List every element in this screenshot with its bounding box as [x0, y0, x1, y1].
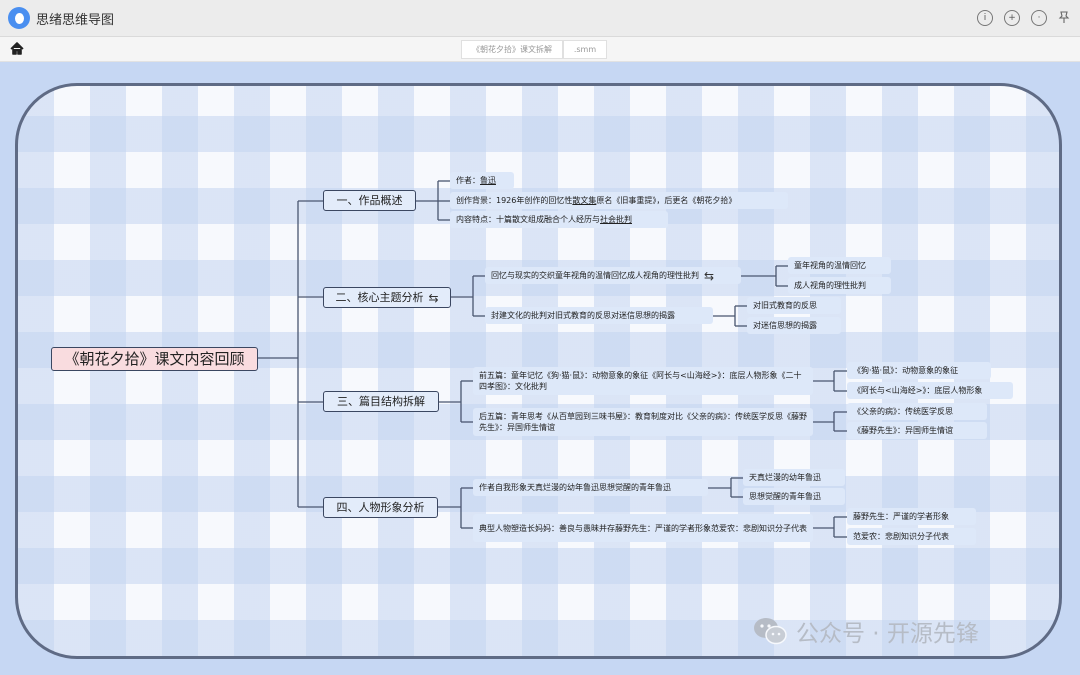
node-self-image[interactable]: 作者自我形象天真烂漫的幼年鲁迅思想觉醒的青年鲁迅	[473, 479, 708, 496]
home-icon[interactable]	[10, 42, 24, 55]
swap-icon: ⇆	[704, 268, 715, 283]
title-bar: 思绪思维导图 i + ·	[0, 0, 1080, 37]
connector-lines	[258, 180, 847, 538]
features-underline: 社会批判	[600, 215, 632, 224]
node-first-five[interactable]: 前五篇：童年记忆《狗·猫·鼠》：动物意象的象征《阿长与<山海经>》：底层人物形象…	[473, 367, 813, 395]
node-superstition-exposure[interactable]: 对迷信思想的揭露	[747, 317, 841, 334]
mindmap-canvas[interactable]: 《朝花夕拾》课文内容回顾 一、作品概述 作者：鲁迅 创作背景：1926年创作的回…	[15, 83, 1062, 659]
node-fujino-scholar[interactable]: 藤野先生：严谨的学者形象	[847, 508, 976, 525]
app-title: 思绪思维导图	[36, 13, 115, 28]
background-text-a: 创作背景：1926年创作的回忆性	[456, 196, 573, 205]
node-young-luxun[interactable]: 天真烂漫的幼年鲁迅	[743, 469, 845, 486]
wechat-icon	[754, 618, 787, 645]
swap-icon: ⇆	[428, 290, 439, 305]
branch-themes-label: 二、核心主题分析	[335, 291, 424, 304]
settings-icon[interactable]: ·	[1031, 10, 1047, 26]
memory-reality-label: 回忆与现实的交织童年视角的温情回忆成人视角的理性批判	[491, 271, 699, 280]
node-author[interactable]: 作者：鲁迅	[450, 172, 514, 189]
node-feudal-critique[interactable]: 封建文化的批判对旧式教育的反思对迷信思想的揭露	[485, 307, 713, 324]
author-name: 鲁迅	[480, 176, 496, 185]
app-logo-icon	[8, 7, 30, 29]
features-text: 内容特点：十篇散文组成融合个人经历与	[456, 215, 600, 224]
pin-icon[interactable]	[1057, 10, 1071, 24]
node-background[interactable]: 创作背景：1926年创作的回忆性散文集原名《旧事重提》，后更名《朝花夕拾》	[450, 192, 788, 209]
background-underline: 散文集	[572, 196, 597, 205]
node-adult-view[interactable]: 成人视角的理性批判	[788, 277, 891, 294]
node-a-chang[interactable]: 《阿长与<山海经>》：底层人物形象	[847, 382, 1013, 399]
tab-document[interactable]: 《朝花夕拾》课文拆解	[461, 40, 563, 59]
zoom-icon[interactable]: +	[1004, 10, 1020, 26]
node-last-five[interactable]: 后五篇：青年思考《从百草园到三味书屋》：教育制度对比《父亲的病》：传统医学反思《…	[473, 408, 813, 436]
node-dog-cat-mouse[interactable]: 《狗·猫·鼠》：动物意象的象征	[847, 362, 991, 379]
branch-structure[interactable]: 三、篇目结构拆解	[323, 391, 439, 412]
node-child-view[interactable]: 童年视角的温情回忆	[788, 257, 891, 274]
background-text-b: 原名《旧事重提》，后更名《朝花夕拾》	[596, 196, 737, 205]
branch-characters[interactable]: 四、人物形象分析	[323, 497, 438, 518]
node-father-illness[interactable]: 《父亲的病》：传统医学反思	[847, 403, 987, 420]
node-fujino[interactable]: 《藤野先生》：异国师生情谊	[847, 422, 987, 439]
node-memory-reality[interactable]: 回忆与现实的交织童年视角的温情回忆成人视角的理性批判 ⇆	[485, 267, 741, 284]
info-icon[interactable]: i	[977, 10, 993, 26]
node-awakened-luxun[interactable]: 思想觉醒的青年鲁迅	[743, 488, 845, 505]
node-typical-characters[interactable]: 典型人物塑造长妈妈：善良与愚昧并存藤野先生：严谨的学者形象范爱农：悲剧知识分子代…	[473, 514, 813, 542]
watermark: 公众号 · 开源先锋	[752, 614, 979, 648]
branch-themes[interactable]: 二、核心主题分析 ⇆	[323, 287, 451, 308]
branch-overview[interactable]: 一、作品概述	[323, 190, 416, 211]
node-education-reflection[interactable]: 对旧式教育的反思	[747, 297, 841, 314]
root-node[interactable]: 《朝花夕拾》课文内容回顾	[51, 347, 258, 371]
author-prefix: 作者：	[456, 176, 480, 185]
node-fan-ainong[interactable]: 范爱农：悲剧知识分子代表	[847, 528, 976, 545]
tab-extension[interactable]: .smm	[563, 40, 607, 59]
watermark-text: 公众号 · 开源先锋	[796, 621, 979, 647]
node-features[interactable]: 内容特点：十篇散文组成融合个人经历与社会批判	[450, 211, 668, 228]
